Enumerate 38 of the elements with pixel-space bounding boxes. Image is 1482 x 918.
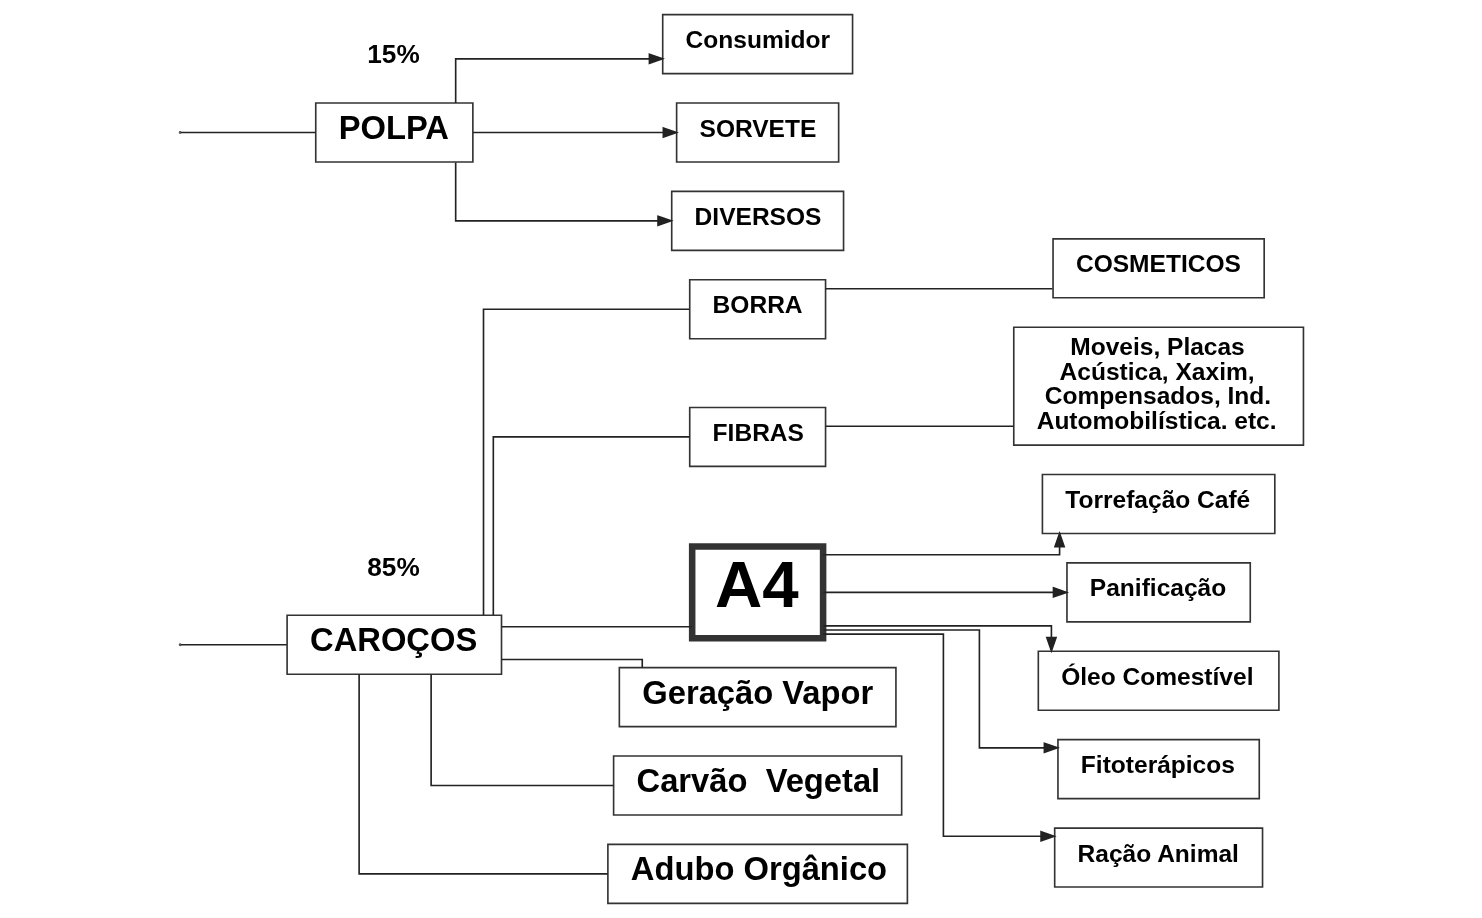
- node-box: Panificação: [1065, 562, 1251, 623]
- node-box: A4: [688, 543, 826, 642]
- connector: [824, 287, 1053, 290]
- connector: [179, 643, 288, 646]
- connector: [429, 673, 614, 787]
- node-box: Ração Animal: [1053, 827, 1263, 888]
- arrow: [822, 629, 1060, 754]
- node-box: Moveis, Placas Acústica, Xaxim, Compensados, Ind. Automobilística. etc.: [1012, 326, 1304, 446]
- connector: [482, 308, 690, 616]
- connector: [179, 131, 316, 134]
- node-box: Fitoterápicos: [1056, 738, 1260, 800]
- node-box: DIVERSOS: [670, 190, 844, 252]
- node-box: POLPA: [314, 102, 474, 163]
- node-label: 15%: [366, 39, 420, 70]
- node-box: Adubo Orgânico: [606, 843, 908, 905]
- node-box: BORRA: [688, 278, 826, 340]
- arrow: [471, 126, 679, 139]
- connector: [492, 436, 690, 616]
- node-box: Geração Vapor: [618, 666, 897, 728]
- node-box: CAROÇOS: [285, 614, 502, 676]
- arrow: [454, 53, 665, 104]
- node-box: COSMETICOS: [1051, 238, 1265, 299]
- arrow: [821, 531, 1065, 556]
- node-box: SORVETE: [675, 102, 839, 163]
- connector: [357, 673, 608, 875]
- node-label: 85%: [366, 551, 420, 582]
- node-box: Torrefação Café: [1041, 473, 1276, 535]
- arrow: [454, 161, 674, 227]
- arrow: [822, 586, 1069, 599]
- connector: [824, 425, 1014, 428]
- arrow: [821, 633, 1057, 842]
- connector: [500, 625, 693, 628]
- node-box: FIBRAS: [688, 406, 826, 468]
- node-box: Consumidor: [661, 13, 853, 75]
- node-box: Carvão Vegetal: [612, 755, 902, 816]
- node-box: Óleo Comestível: [1037, 650, 1280, 712]
- connector: [500, 658, 643, 669]
- arrow: [822, 625, 1057, 654]
